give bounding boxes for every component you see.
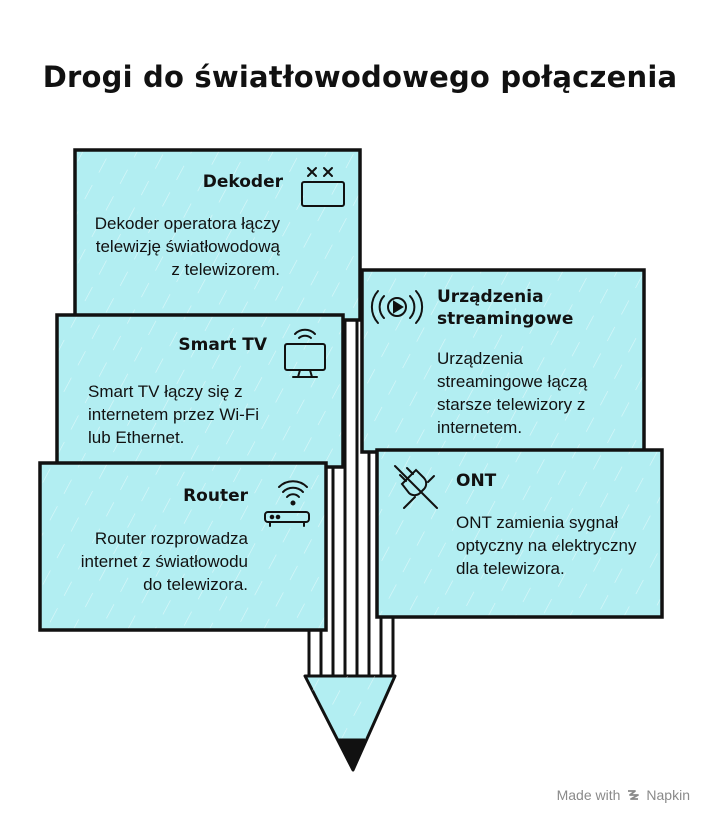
- set-top-box-icon: [301, 167, 345, 207]
- card-streaming: [360, 268, 646, 454]
- router-title: Router: [183, 486, 248, 506]
- dekoder-title: Dekoder: [202, 172, 283, 192]
- page-title: Drogi do światłowodowego połączenia: [42, 60, 678, 94]
- ont-title: ONT: [456, 471, 497, 491]
- pencil-tip: [303, 674, 397, 772]
- card-dekoder: [73, 148, 362, 322]
- streaming-icon: [370, 290, 424, 324]
- unplugged-icon: [394, 465, 438, 509]
- router-icon: [264, 480, 310, 527]
- made-with-napkin-badge: Made with Napkin: [557, 787, 690, 803]
- card-router: [38, 461, 328, 632]
- router-description: Router rozprowadza internet z światłowod…: [80, 529, 248, 594]
- napkin-brand-label: Napkin: [646, 787, 690, 803]
- card-ont: [375, 448, 664, 619]
- ont-description: ONT zamienia sygnał optyczny na elektryc…: [456, 513, 637, 578]
- smart-tv-icon: [284, 328, 326, 378]
- streaming-description: Urządzenia streamingowe łączą starsze te…: [437, 349, 588, 437]
- dekoder-description: Dekoder operatora łączy telewizję światł…: [94, 214, 280, 279]
- made-with-label: Made with: [556, 787, 621, 803]
- smart-tv-description: Smart TV łączy się z internetem przez Wi…: [88, 382, 259, 447]
- streaming-title: Urządzenia streamingowe: [437, 287, 574, 329]
- smart-tv-title: Smart TV: [178, 335, 267, 355]
- napkin-logo-icon: [628, 790, 640, 800]
